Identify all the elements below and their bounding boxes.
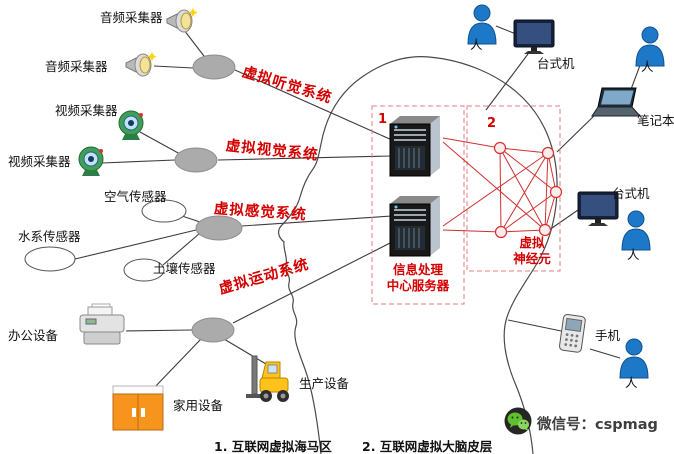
label-person-3: 人 [627, 247, 640, 262]
person-icon [467, 4, 497, 45]
speaker-icon [166, 8, 198, 33]
webcam-icon [118, 110, 144, 140]
label-laptop: 笔记本 [637, 113, 674, 128]
label-phone: 手机 [595, 328, 621, 343]
hub-ellipse-sensor [195, 215, 243, 241]
server-tower-icon [389, 196, 440, 257]
neural-web-lines [442, 137, 557, 233]
marker-hippocampus: 1 [378, 112, 388, 127]
monitor-icon [513, 19, 555, 54]
person-icon [635, 26, 665, 67]
neuron-node [538, 223, 552, 237]
speaker-icon [125, 52, 157, 77]
neuron-nodes [493, 141, 563, 239]
sensor-ellipse-soil [123, 258, 165, 282]
label-video-collector-2: 视频采集器 [8, 154, 71, 169]
laptop-icon [591, 87, 642, 117]
wechat-watermark-label: 微信号：cspmag [537, 417, 658, 433]
label-virtual-neuron-line1: 虚拟 [519, 235, 545, 250]
forklift-icon [246, 355, 289, 402]
label-air-sensor: 空气传感器 [104, 189, 167, 204]
neuron-node [493, 141, 507, 155]
neuron-node [494, 225, 508, 239]
sensor-ellipse-water [24, 246, 76, 272]
label-person-1: 人 [470, 37, 483, 52]
hub-ellipse-motion [191, 317, 235, 343]
caption-cortex: 2. 互联网虚拟大脑皮层 [362, 439, 493, 454]
label-audio-collector-2: 音频采集器 [45, 59, 108, 74]
cabinet-icon [112, 385, 164, 431]
hub-ellipses [174, 54, 243, 343]
neuron-node [549, 185, 563, 199]
caption-hippocampus: 1. 互联网虚拟海马区 [214, 439, 332, 454]
server-tower-icon [389, 116, 440, 177]
label-audio-collector-1: 音频采集器 [100, 10, 163, 25]
neuron-node [541, 146, 555, 160]
hub-ellipse-video [174, 147, 218, 173]
label-water-sensor: 水系传感器 [18, 229, 81, 244]
person-icon [621, 210, 651, 251]
webcam-icon [78, 146, 104, 176]
label-virtual-neuron: 虚拟 神经元 [503, 235, 561, 268]
label-office-equipment: 办公设备 [8, 328, 59, 343]
label-soil-sensor: 土壤传感器 [153, 261, 216, 276]
label-person-2: 人 [641, 59, 654, 74]
label-home-equipment: 家用设备 [173, 398, 224, 413]
connection-lines [74, 25, 643, 391]
hub-ellipse-audio [192, 54, 236, 80]
label-desktop-2: 台式机 [612, 186, 650, 201]
label-info-center-server: 信息处理 中心服务器 [372, 262, 464, 295]
person-icon [619, 338, 649, 379]
label-person-4: 人 [625, 375, 638, 390]
mobile-phone-icon [559, 314, 586, 353]
wechat-icon [504, 407, 532, 435]
label-virtual-neuron-line2: 神经元 [513, 251, 551, 267]
label-video-collector-1: 视频采集器 [55, 103, 118, 118]
label-info-center-server-line1: 信息处理 [392, 262, 443, 277]
label-production-equipment: 生产设备 [299, 376, 350, 391]
label-info-center-server-line2: 中心服务器 [386, 278, 450, 294]
marker-cortex: 2 [487, 116, 497, 131]
sensor-ellipses [24, 199, 187, 282]
dashed-box-hippocampus [371, 105, 465, 305]
dashed-box-cortex [466, 105, 561, 272]
sensor-ellipse-air [141, 199, 187, 223]
monitor-icon [577, 191, 619, 226]
label-desktop-1: 台式机 [537, 56, 575, 71]
printer-icon [79, 303, 125, 345]
